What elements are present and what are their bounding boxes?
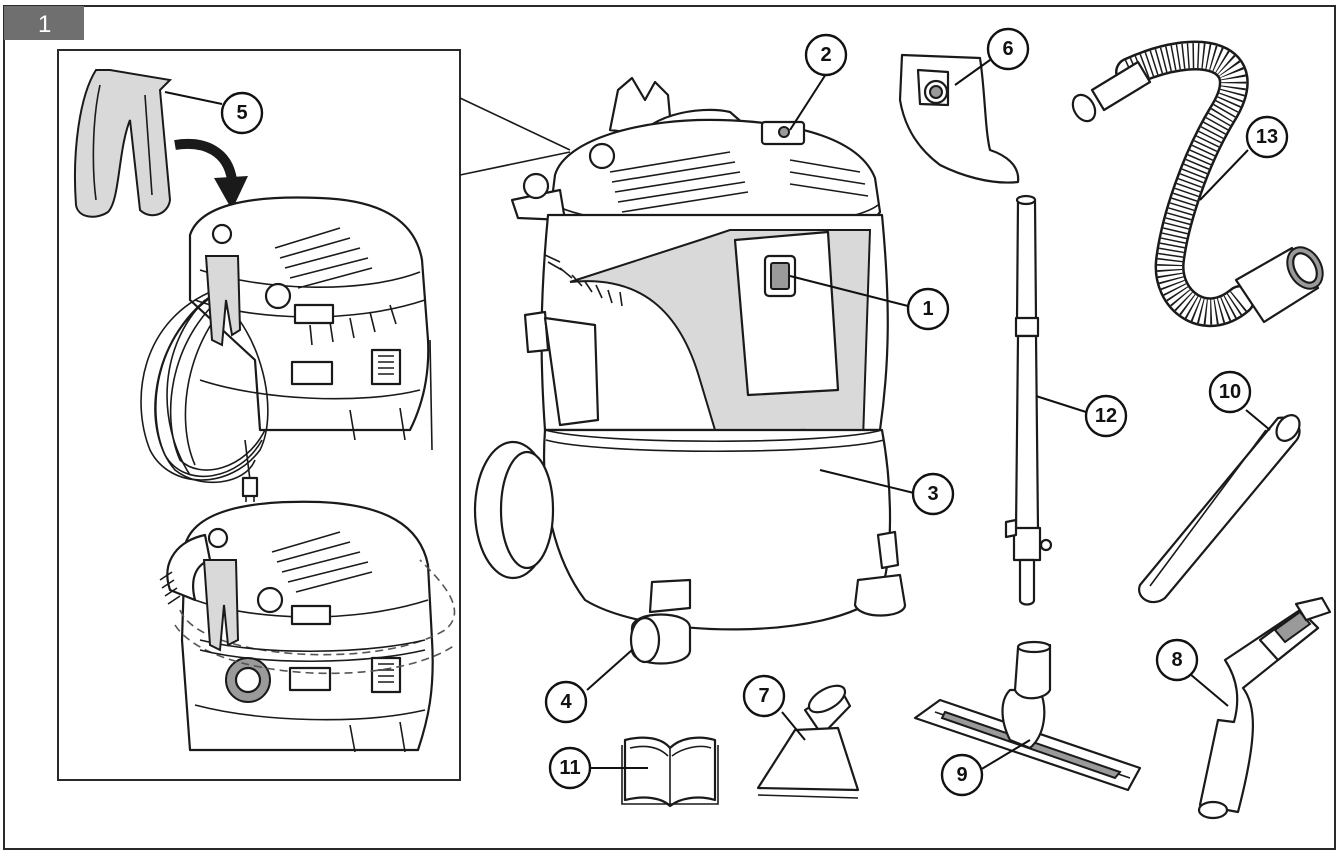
callout-7-label: 7 — [758, 685, 769, 707]
callout-10: 10 — [1208, 370, 1252, 414]
inset-hook-mounted-lower — [202, 559, 240, 652]
inset-vacuum-head-lower — [180, 500, 434, 753]
callout-1: 1 — [906, 287, 950, 331]
leader-2 — [789, 73, 827, 131]
callout-4-label: 4 — [560, 691, 572, 713]
callout-7: 7 — [742, 674, 786, 718]
callout-3: 3 — [911, 472, 955, 516]
inset-vacuum-head-upper — [188, 196, 433, 451]
cable-hook-part — [73, 69, 173, 218]
callout-2-label: 2 — [820, 44, 831, 66]
leader-12 — [1035, 395, 1087, 413]
callout-12-label: 12 — [1095, 405, 1117, 427]
suction-hose-part — [1071, 40, 1324, 328]
floor-nozzle-part — [913, 640, 1142, 792]
upholstery-nozzle-part — [756, 684, 860, 799]
leader-4 — [586, 649, 633, 691]
coiled-power-cable — [140, 289, 269, 502]
callout-9: 9 — [940, 753, 984, 797]
dust-bag-part — [898, 53, 1020, 184]
cable-storage-inset — [57, 49, 571, 781]
figure-frame — [3, 5, 1336, 850]
callout-6-label: 6 — [1002, 38, 1013, 60]
leader-13 — [1199, 149, 1249, 201]
inset-hose-wrap — [159, 533, 456, 675]
leader-9 — [979, 739, 1031, 771]
callout-11-label: 11 — [559, 757, 580, 779]
leader-lines — [164, 59, 1271, 771]
bent-handle-part — [1197, 596, 1332, 820]
manual-part — [621, 736, 719, 808]
inset-pointer-line-top — [459, 97, 571, 151]
leader-10 — [1245, 409, 1271, 431]
callout-6: 6 — [986, 27, 1030, 71]
callout-2: 2 — [804, 33, 848, 77]
figure-number-tab — [4, 6, 84, 40]
inset-frame — [57, 49, 461, 781]
leader-5 — [164, 91, 223, 105]
callout-5: 5 — [220, 91, 264, 135]
callout-8-label: 8 — [1171, 649, 1182, 671]
inset-hook-mounted-upper — [204, 255, 242, 347]
extension-tube-part — [1004, 194, 1053, 606]
figure-number: 1 — [38, 11, 51, 38]
leader-3 — [819, 469, 915, 494]
callout-4: 4 — [544, 680, 588, 724]
mounting-arrow — [174, 139, 237, 182]
callout-3-label: 3 — [927, 483, 938, 505]
callout-9-label: 9 — [956, 764, 967, 786]
leader-1 — [789, 275, 909, 307]
mounting-arrow-head — [214, 176, 248, 210]
leader-6 — [954, 59, 991, 86]
callout-10-label: 10 — [1219, 381, 1241, 403]
callout-13-label: 13 — [1256, 126, 1278, 148]
vacuum-cleaner-body — [473, 76, 907, 665]
callout-12: 12 — [1084, 394, 1128, 438]
leader-7 — [781, 711, 806, 741]
callout-5-label: 5 — [236, 102, 247, 124]
callout-8: 8 — [1155, 638, 1199, 682]
callout-11: 11 — [548, 746, 592, 790]
callout-13: 13 — [1245, 115, 1289, 159]
crevice-tube-part — [1138, 414, 1301, 604]
leader-8 — [1189, 673, 1229, 707]
inset-pointer-line-bottom — [459, 151, 571, 176]
callout-1-label: 1 — [922, 298, 933, 320]
